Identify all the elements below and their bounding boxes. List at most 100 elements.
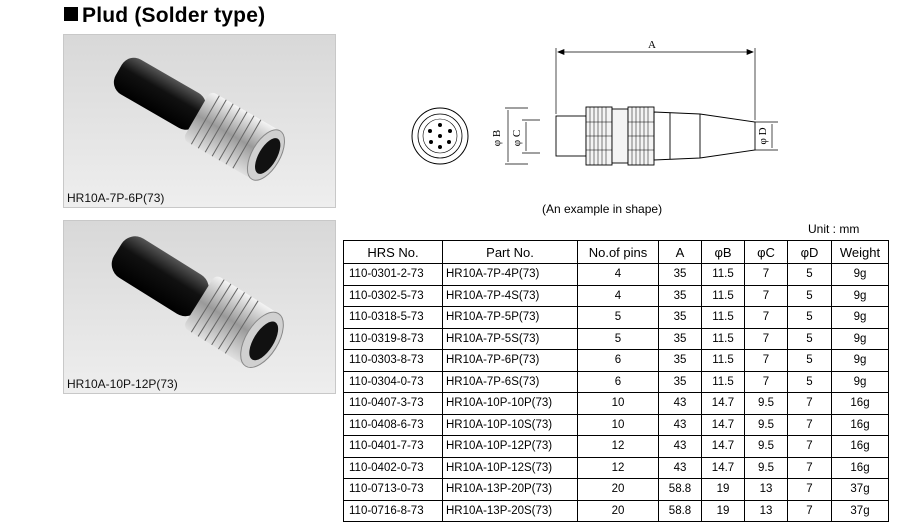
cell-d: 5 <box>787 349 832 372</box>
cell-d: 5 <box>787 370 832 393</box>
cell-weight: 9g <box>831 370 889 393</box>
page-title-text: Plud (Solder type) <box>82 4 266 27</box>
cell-hrs-no: 110-0302-5-73 <box>343 284 443 307</box>
header-d: φD <box>787 240 832 264</box>
dim-a-label: A <box>648 39 656 51</box>
cell-weight: 16g <box>831 413 889 436</box>
cell-b: 19 <box>701 499 745 522</box>
cell-a: 35 <box>658 306 702 329</box>
cell-weight: 16g <box>831 456 889 479</box>
cell-b: 14.7 <box>701 435 745 458</box>
cell-weight: 37g <box>831 478 889 501</box>
cell-d: 7 <box>787 499 832 522</box>
cell-part-no: HR10A-10P-12S(73) <box>442 456 578 479</box>
cell-pins: 4 <box>577 263 659 286</box>
cell-d: 5 <box>787 306 832 329</box>
cell-c: 9.5 <box>744 413 788 436</box>
cell-a: 43 <box>658 435 702 458</box>
cell-c: 9.5 <box>744 392 788 415</box>
cell-hrs-no: 110-0318-5-73 <box>343 306 443 329</box>
cell-pins: 20 <box>577 478 659 501</box>
square-bullet-icon <box>64 7 78 21</box>
cell-d: 7 <box>787 413 832 436</box>
cell-part-no: HR10A-10P-10S(73) <box>442 413 578 436</box>
cell-part-no: HR10A-7P-6P(73) <box>442 349 578 372</box>
connector-photo-image <box>113 57 285 181</box>
dim-b-label: φ B <box>491 130 503 146</box>
cell-part-no: HR10A-7P-6S(73) <box>442 370 578 393</box>
cell-b: 11.5 <box>701 349 745 372</box>
cell-hrs-no: 110-0713-0-73 <box>343 478 443 501</box>
cell-a: 35 <box>658 284 702 307</box>
connector-photo-image <box>111 236 284 368</box>
cell-d: 7 <box>787 392 832 415</box>
cell-part-no: HR10A-7P-4S(73) <box>442 284 578 307</box>
cell-c: 13 <box>744 499 788 522</box>
cell-a: 35 <box>658 370 702 393</box>
cell-b: 11.5 <box>701 370 745 393</box>
header-part-no: Part No. <box>442 240 578 264</box>
cell-pins: 10 <box>577 413 659 436</box>
page-title: Plud (Solder type) <box>64 4 265 28</box>
cell-a: 43 <box>658 392 702 415</box>
cell-part-no: HR10A-7P-5P(73) <box>442 306 578 329</box>
cell-c: 13 <box>744 478 788 501</box>
cell-hrs-no: 110-0301-2-73 <box>343 263 443 286</box>
cell-weight: 9g <box>831 306 889 329</box>
cell-a: 43 <box>658 413 702 436</box>
cell-part-no: HR10A-10P-12P(73) <box>442 435 578 458</box>
cell-hrs-no: 110-0401-7-73 <box>343 435 443 458</box>
dim-c-label: φ C <box>511 130 523 146</box>
cell-pins: 6 <box>577 370 659 393</box>
cell-d: 7 <box>787 435 832 458</box>
cell-a: 35 <box>658 327 702 350</box>
cell-weight: 9g <box>831 349 889 372</box>
cell-b: 11.5 <box>701 306 745 329</box>
cell-weight: 16g <box>831 392 889 415</box>
cell-part-no: HR10A-10P-10P(73) <box>442 392 578 415</box>
cell-d: 7 <box>787 456 832 479</box>
cell-b: 14.7 <box>701 392 745 415</box>
product-photo-7p: HR10A-7P-6P(73) <box>63 34 336 208</box>
cell-weight: 9g <box>831 263 889 286</box>
cell-pins: 6 <box>577 349 659 372</box>
cell-hrs-no: 110-0408-6-73 <box>343 413 443 436</box>
cell-c: 7 <box>744 284 788 307</box>
header-pins: No.of pins <box>577 240 659 264</box>
cell-part-no: HR10A-13P-20P(73) <box>442 478 578 501</box>
cell-pins: 5 <box>577 306 659 329</box>
cell-a: 35 <box>658 263 702 286</box>
cell-hrs-no: 110-0407-3-73 <box>343 392 443 415</box>
cell-b: 14.7 <box>701 413 745 436</box>
cell-weight: 37g <box>831 499 889 522</box>
cell-b: 19 <box>701 478 745 501</box>
header-hrs-no: HRS No. <box>343 240 443 264</box>
cell-c: 7 <box>744 306 788 329</box>
cell-weight: 16g <box>831 435 889 458</box>
cell-hrs-no: 110-0303-8-73 <box>343 349 443 372</box>
front-view-icon <box>411 107 469 165</box>
cell-a: 43 <box>658 456 702 479</box>
cell-b: 11.5 <box>701 327 745 350</box>
cell-c: 7 <box>744 327 788 350</box>
photo-caption: HR10A-7P-6P(73) <box>67 191 165 205</box>
side-view-icon <box>555 106 756 166</box>
cell-b: 11.5 <box>701 263 745 286</box>
cell-c: 7 <box>744 263 788 286</box>
cell-pins: 12 <box>577 456 659 479</box>
cell-hrs-no: 110-0304-0-73 <box>343 370 443 393</box>
cell-pins: 10 <box>577 392 659 415</box>
cell-b: 14.7 <box>701 456 745 479</box>
cell-c: 9.5 <box>744 435 788 458</box>
cell-hrs-no: 110-0402-0-73 <box>343 456 443 479</box>
